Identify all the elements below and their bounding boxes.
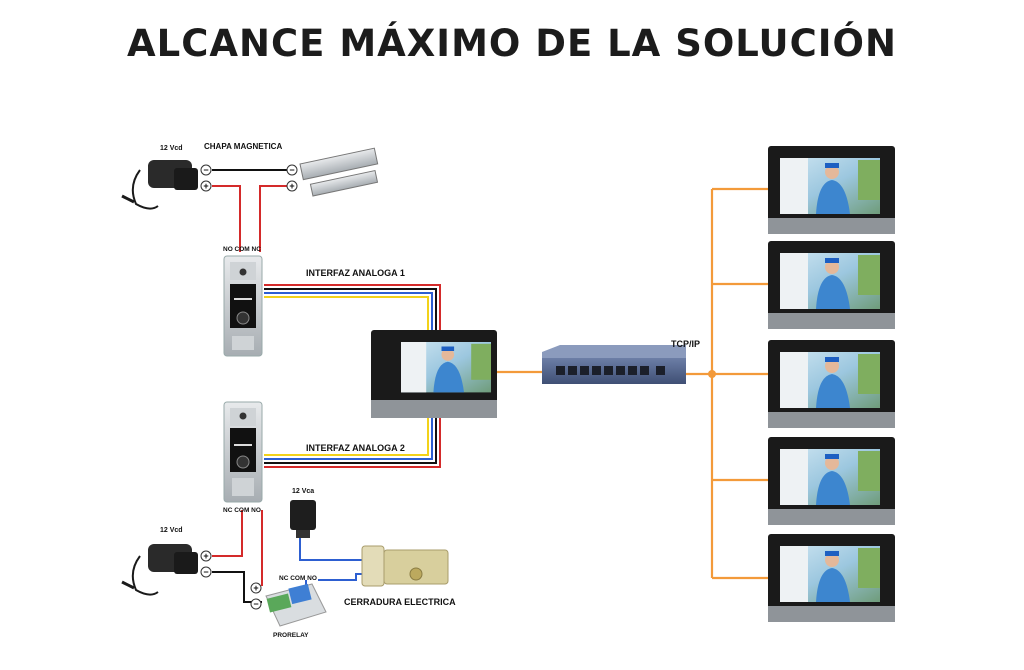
monitor-3: [768, 340, 895, 428]
plus-symbol: +: [203, 551, 208, 561]
wire-if2-black: [264, 417, 437, 464]
wire-if2-yellow: [264, 417, 429, 456]
indoor-monitor-main: [371, 330, 497, 418]
minus-symbol: −: [203, 567, 208, 577]
wire-vca-blue: [299, 538, 374, 561]
psu-bottom: [121, 544, 198, 596]
wire-if2-red: [264, 417, 441, 468]
psu-top-voltage: 12 Vcd: [160, 145, 183, 152]
wiring: [212, 169, 768, 603]
poe-switch: [542, 345, 686, 384]
wire-if2-blue: [264, 417, 433, 460]
plus-symbol: +: [253, 583, 258, 593]
prorelay: [265, 583, 327, 627]
network-wires: [497, 187, 768, 580]
wire-psu-bot-red: [212, 510, 243, 557]
network-junction: [708, 370, 716, 378]
door-station-2: [223, 401, 263, 503]
minus-symbol: −: [289, 165, 294, 175]
door-station-top-terminals: NO COM NC: [223, 246, 261, 253]
plus-symbol: +: [203, 181, 208, 191]
psu-bottom-terminals: + −: [200, 550, 212, 578]
interfaz-2-label: INTERFAZ ANALOGA 2: [306, 443, 405, 453]
monitor-4: [768, 437, 895, 525]
relay-terminals: + −: [250, 582, 262, 610]
vca-label: 12 Vca: [292, 488, 314, 495]
monitor-5: [768, 534, 895, 622]
magnetic-lock: [299, 147, 379, 197]
wire-if1-black: [264, 288, 437, 330]
tcpip-label: TCP/IP: [671, 339, 700, 349]
psu-top-terminals: − +: [200, 164, 212, 192]
diagram-title: ALCANCE MÁXIMO DE LA SOLUCIÓN: [127, 22, 897, 65]
wire-psu-top-red: [212, 185, 241, 252]
wire-lock-red: [259, 185, 292, 252]
chapa-label: CHAPA MAGNETICA: [204, 142, 282, 151]
door-station-1: [223, 255, 263, 357]
lock-terminals: − +: [286, 164, 298, 192]
minus-symbol: −: [203, 165, 208, 175]
interfaz-1-label: INTERFAZ ANALOGA 1: [306, 268, 405, 278]
cerradura-label: CERRADURA ELECTRICA: [344, 597, 456, 607]
minus-symbol: −: [253, 599, 258, 609]
electric-lock: [361, 545, 449, 587]
relay-terminal-labels: NC COM NO: [279, 575, 317, 582]
transformer-12vca: [290, 500, 316, 538]
psu-top: [121, 160, 198, 210]
wire-if1-blue: [264, 292, 433, 330]
monitor-1: [768, 146, 895, 234]
door-station-bottom-terminals: NC COM NO: [223, 507, 261, 514]
plus-symbol: +: [289, 181, 294, 191]
monitor-2: [768, 241, 895, 329]
psu-bottom-voltage: 12 Vcd: [160, 527, 183, 534]
wire-if1-red: [264, 284, 441, 330]
prorelay-label: PRORELAY: [273, 632, 309, 639]
wire-if1-yellow: [264, 296, 429, 330]
